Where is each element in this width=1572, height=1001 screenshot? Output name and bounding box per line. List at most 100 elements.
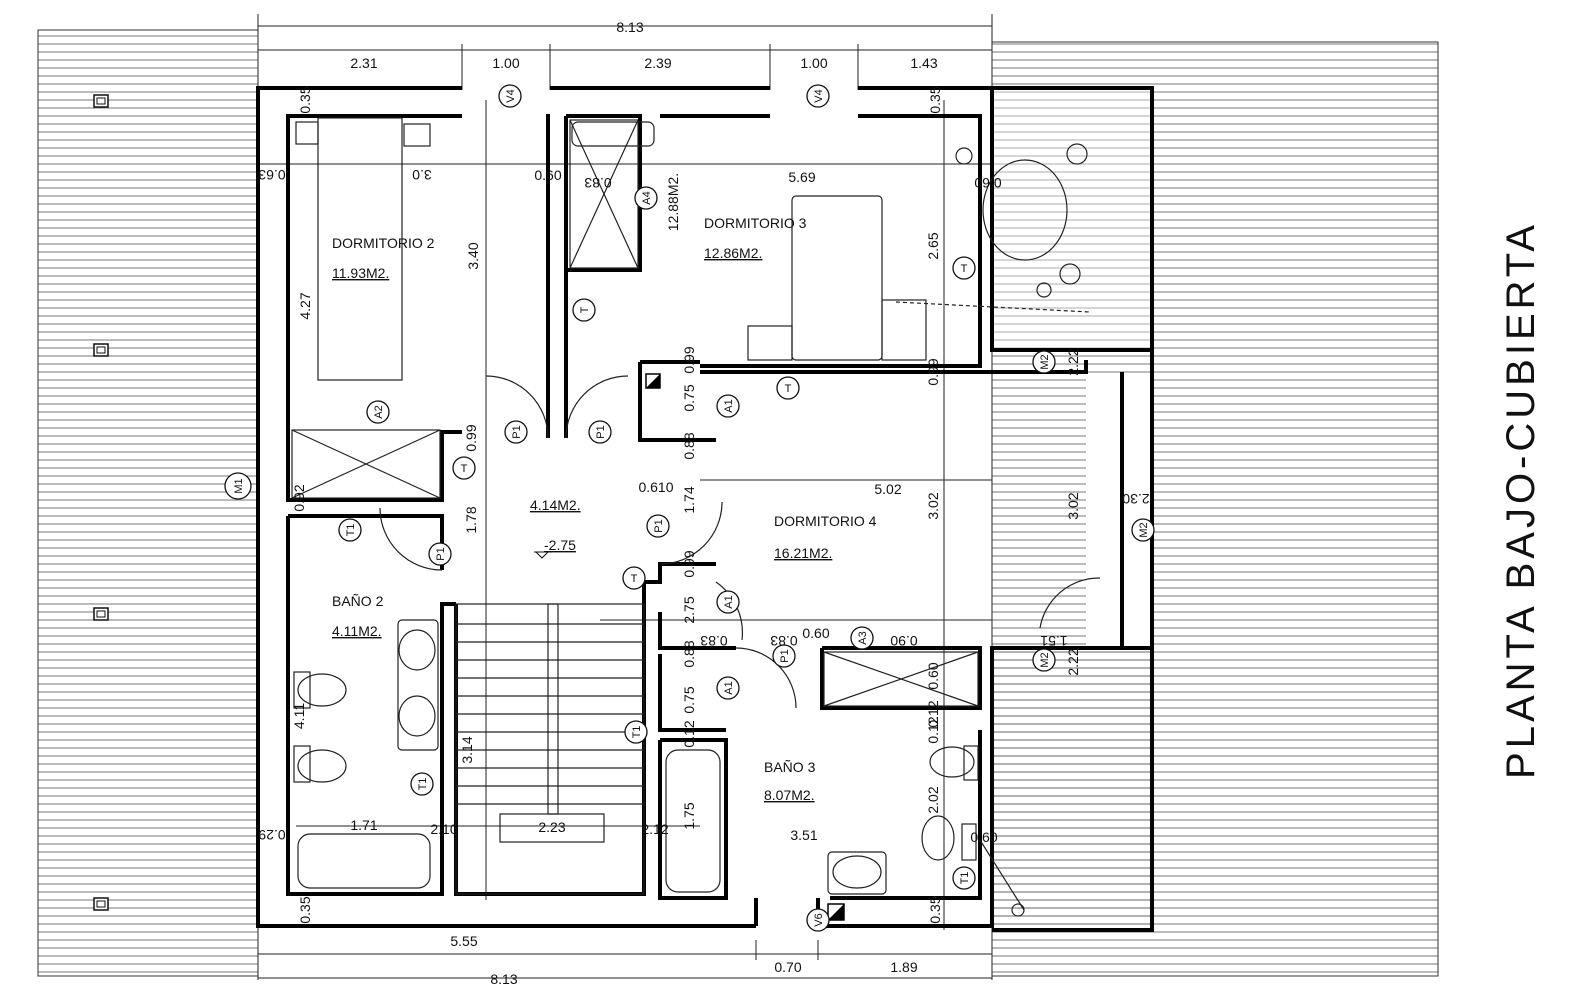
level-marker-icon (534, 551, 552, 559)
dim-closet-area: 12.88M2. (665, 173, 681, 231)
tag-a1-a: A1 (723, 399, 735, 412)
dim-total-top: 8.13 (616, 19, 643, 35)
dim-m2-a: 2.22 (1065, 348, 1081, 375)
dim-stair-h: 3.14 (459, 736, 475, 763)
dimension-labels: 8.13 2.31 1.00 2.39 1.00 1.43 5.55 0.70 … (258, 19, 1149, 987)
tag-a4: A4 (641, 191, 653, 204)
dim-c012-a: 0.12 (681, 720, 697, 747)
dim-c012-b: 0.12 (925, 700, 941, 727)
tag-a3: A3 (857, 631, 869, 644)
tag-a1-c: A1 (723, 681, 735, 694)
dim-c075-a: 0.75 (681, 384, 697, 411)
dim-wall-bl: 0.35 (297, 896, 313, 923)
room-labels: DORMITORIO 2 11.93M2. DORMITORIO 3 12.86… (332, 215, 877, 803)
dim-stair-w: 2.23 (538, 819, 565, 835)
tag-m2-a: M2 (1039, 354, 1051, 369)
dim-c060-b: 0.60 (925, 662, 941, 689)
dim-wall-099-b: 0.99 (681, 346, 697, 373)
room-area-dormitorio-3: 12.86M2. (704, 245, 762, 261)
dim-bottom-left: 5.55 (450, 933, 477, 949)
room-area-dormitorio-2: 11.93M2. (332, 265, 389, 281)
tag-m2-b: M2 (1138, 522, 1150, 537)
dim-d4-h2: 3.02 (1065, 492, 1081, 519)
tag-t-b: T (461, 463, 468, 475)
tag-t-a: T (579, 306, 591, 313)
dim-b3-right: 0.60 (970, 829, 997, 845)
tag-t1-c: T1 (631, 726, 643, 739)
tag-p1-b: P1 (595, 425, 607, 438)
room-name-bano-3: BAÑO 3 (764, 759, 816, 775)
dim-d3-closet: 0.60 (534, 167, 561, 183)
dim-c2-75: 2.75 (681, 596, 697, 623)
tag-p1-a: P1 (511, 425, 523, 438)
dim-wall-tl: 0.35 (297, 86, 313, 113)
room-area-bano-3: 8.07M2. (764, 787, 815, 803)
dim-wall-099-c: 0.99 (681, 550, 697, 577)
dim-hall-h2: 1.74 (681, 486, 697, 513)
tag-t1-d: T1 (959, 872, 971, 885)
dim-wall-099-a: 0.99 (925, 358, 941, 385)
dim-c090: 0.90 (890, 633, 917, 649)
plan-title: PLANTA BAJO-CUBIERTA (1499, 221, 1543, 779)
tag-t-d: T (961, 263, 968, 275)
dim-d4-side: 2.30 (1122, 491, 1149, 507)
level-mark-hall: -2.75 (544, 537, 576, 553)
tag-a2: A2 (373, 405, 385, 418)
tag-circles (224, 84, 1155, 932)
shaft-markers (645, 373, 845, 921)
dim-b2-w2: 2.10 (430, 821, 457, 837)
dim-c075-b: 0.75 (681, 686, 697, 713)
dim-c012-c: 0.12 (925, 716, 941, 743)
room-name-dormitorio-3: DORMITORIO 3 (704, 215, 807, 231)
tag-a1-b: A1 (723, 595, 735, 608)
dim-bottom-r1: 0.70 (774, 959, 801, 975)
dim-c060: 0.60 (802, 625, 829, 641)
tag-p1-c: P1 (435, 547, 447, 560)
dim-c089: 0.99 (463, 424, 479, 451)
dim-b2-w: 1.71 (350, 817, 377, 833)
dim-top-3: 2.39 (644, 55, 671, 71)
dim-b2-left: 0.29 (258, 827, 285, 843)
room-name-dormitorio-2: DORMITORIO 2 (332, 235, 435, 251)
dim-bottom-r2: 1.89 (890, 959, 917, 975)
tag-m2-c: M2 (1039, 652, 1051, 667)
dim-d3-h: 2.65 (925, 232, 941, 259)
tag-t-c: T (785, 383, 792, 395)
room-area-hall: 4.14M2. (530, 497, 581, 513)
tag-p1-e: P1 (779, 649, 791, 662)
dim-d3-closet2: 0.83 (584, 175, 611, 191)
tag-t1-a: T1 (345, 524, 357, 537)
dim-c083-b: 0.83 (770, 633, 797, 649)
dim-top-2: 1.00 (492, 55, 519, 71)
dim-d4-w: 5.02 (874, 481, 901, 497)
dim-total-bottom: 8.13 (490, 971, 517, 987)
dim-wall-092: 0.92 (291, 484, 307, 511)
dim-m2-b: 2.22 (1065, 648, 1081, 675)
dim-b3-w: 3.51 (790, 827, 817, 843)
dim-d2-side: 4.27 (297, 292, 313, 319)
dim-d2-h: 3.40 (465, 242, 481, 269)
dim-wall-tr: 0.35 (927, 86, 943, 113)
stair-treads (456, 623, 644, 805)
tag-v4-b: V4 (813, 89, 825, 102)
tag-m1: M1 (233, 478, 245, 493)
dim-b2-h: 4.11 (291, 703, 307, 729)
tag-t1-b: T1 (417, 778, 429, 791)
dim-c083-a: 0.83 (700, 633, 727, 649)
dim-b3-w2: 2.12 (641, 821, 668, 837)
dim-top-1: 2.31 (350, 55, 377, 71)
room-name-bano-2: BAÑO 2 (332, 593, 384, 609)
dim-d3-right: 0.60 (974, 175, 1001, 191)
dim-d2-left: 0.63 (258, 167, 285, 183)
tag-v6: V6 (813, 913, 825, 926)
tag-labels: V4 V4 M1 M2 M2 M2 A2 A4 A1 A1 A1 A3 P1 P… (233, 89, 1150, 926)
dim-c088-b: 0.88 (681, 640, 697, 667)
room-area-dormitorio-4: 16.21M2. (774, 545, 832, 561)
dim-hall-h: 1.78 (463, 506, 479, 533)
dim-c0610: 0.610 (638, 479, 673, 495)
dim-top-4: 1.00 (800, 55, 827, 71)
dim-d4-h: 3.02 (925, 492, 941, 519)
dim-b3-h2: 1.75 (681, 802, 697, 829)
dim-d3-w: 5.69 (788, 169, 815, 185)
